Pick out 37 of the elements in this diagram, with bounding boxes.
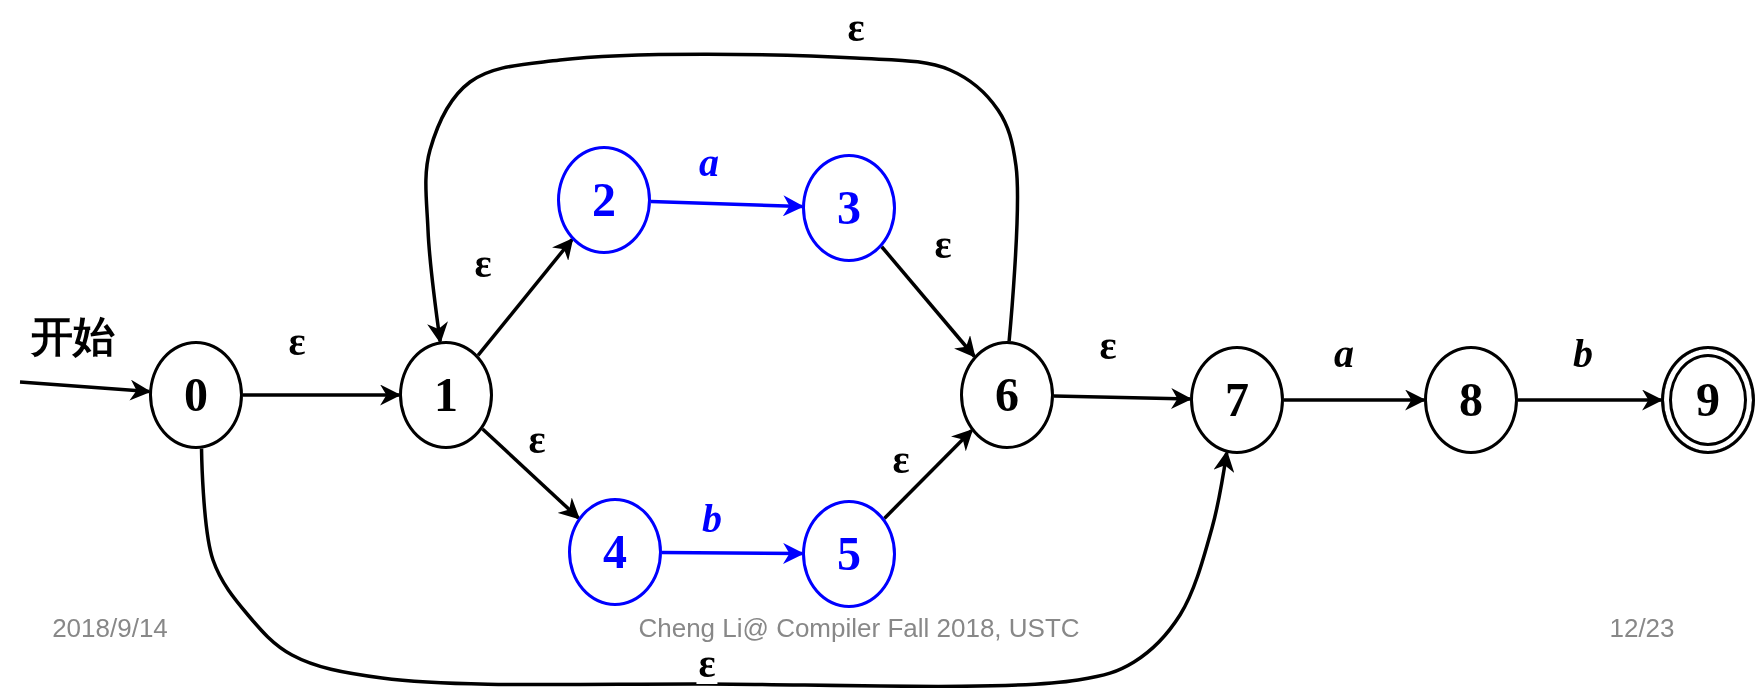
state-circle: [802, 154, 896, 262]
arrow: [1053, 388, 1193, 410]
arrow: [662, 542, 805, 564]
state-number: 1: [434, 371, 458, 419]
state-number: 9: [1696, 376, 1720, 424]
page-number: 12/23: [1609, 612, 1675, 644]
state-number: 4: [603, 528, 627, 576]
state-number: 3: [837, 184, 861, 232]
arrow: [199, 448, 1235, 688]
footer-text: Cheng Li@ Compiler Fall 2018, USTC: [638, 612, 1080, 644]
state-circle: [960, 341, 1054, 449]
state-number: 5: [837, 530, 861, 578]
arrow: [1284, 389, 1427, 411]
arrow: [883, 429, 974, 520]
state-circle: [149, 341, 243, 449]
arrow: [481, 427, 580, 520]
state-circle: [557, 146, 651, 254]
arrow: [424, 52, 1020, 344]
arrow: [476, 237, 574, 357]
arrow: [1518, 389, 1664, 411]
arrow: [19, 379, 152, 401]
arrow: [880, 245, 976, 358]
state-number: 6: [995, 371, 1019, 419]
state-circle: [1190, 346, 1284, 454]
state-number: 0: [184, 371, 208, 419]
accept-state-circle: [1661, 346, 1755, 454]
state-circle: [568, 498, 662, 606]
state-number: 7: [1225, 376, 1249, 424]
state-circle: [802, 500, 896, 608]
state-circle: [1424, 346, 1518, 454]
start-label: 开始: [30, 311, 116, 363]
arrow: [243, 384, 402, 406]
state-number: 8: [1459, 376, 1483, 424]
state-number: 2: [592, 176, 616, 224]
state-circle: [399, 341, 493, 449]
footer-date: 2018/9/14: [52, 612, 168, 644]
arrow: [650, 195, 805, 217]
